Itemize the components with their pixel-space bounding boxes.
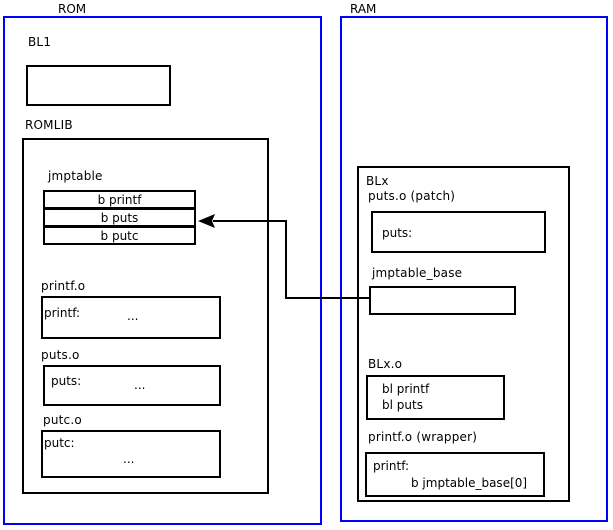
blx-label: BLx: [366, 174, 389, 188]
romlib-puts-body: ...: [134, 378, 146, 392]
romlib-putc-o-label: putc.o: [43, 413, 82, 427]
blx-puts-patch-label: puts.o (patch): [368, 189, 456, 203]
printf-wrapper-instruction: b jmptable_base[0]: [411, 476, 528, 490]
jmptable-base-label: jmptable_base: [372, 266, 463, 280]
ram-region-label: RAM: [350, 2, 377, 16]
printf-wrapper-label: printf.o (wrapper): [368, 430, 478, 444]
rom-region-box: [3, 16, 322, 525]
jmptable-entry-printf[interactable]: b printf: [43, 190, 196, 209]
jmptable-entry-printf-text: b printf: [97, 192, 142, 207]
romlib-puts-symbol: puts:: [51, 374, 82, 388]
ram-region-box: [340, 16, 608, 522]
jmptable-entry-putc[interactable]: b putc: [43, 226, 196, 245]
blx-o-line-bl-puts: bl puts: [382, 398, 423, 412]
blx-puts-patch-box: puts:: [371, 211, 546, 253]
connector-segment-horizontal-upper: [213, 220, 287, 222]
romlib-label: ROMLIB: [25, 118, 73, 132]
bl1-label: BL1: [28, 35, 52, 49]
printf-wrapper-box: printf: b jmptable_base[0]: [365, 452, 545, 497]
jmptable-base-box[interactable]: [369, 286, 516, 315]
romlib-printf-body: ...: [127, 309, 139, 323]
romlib-printf-o-label: printf.o: [41, 279, 86, 293]
jmptable-label: jmptable: [48, 169, 103, 183]
blx-puts-patch-symbol: puts:: [382, 226, 413, 240]
connector-segment-vertical: [285, 220, 287, 299]
blx-o-label: BLx.o: [368, 357, 403, 371]
romlib-printf-symbol: printf:: [44, 306, 81, 320]
romlib-puts-o-box: puts: ...: [43, 365, 221, 406]
blx-o-line-bl-printf: bl printf: [382, 382, 430, 396]
romlib-putc-body: ...: [123, 452, 135, 466]
printf-wrapper-symbol: printf:: [373, 459, 410, 473]
connector-segment-horizontal-lower: [285, 297, 371, 299]
jmptable-entry-puts[interactable]: b puts: [43, 208, 196, 227]
romlib-putc-symbol: putc:: [44, 436, 75, 450]
jmptable-entry-putc-text: b putc: [100, 228, 139, 243]
romlib-putc-o-box: putc: ...: [41, 430, 221, 478]
romlib-printf-o-box: printf: ...: [41, 296, 221, 339]
romlib-puts-o-label: puts.o: [41, 348, 80, 362]
blx-o-box: bl printf bl puts: [366, 375, 505, 420]
bl1-box: [26, 65, 171, 106]
connector-arrowhead-icon: [198, 214, 215, 228]
jmptable-entry-puts-text: b puts: [100, 210, 139, 225]
rom-region-label: ROM: [58, 2, 87, 16]
